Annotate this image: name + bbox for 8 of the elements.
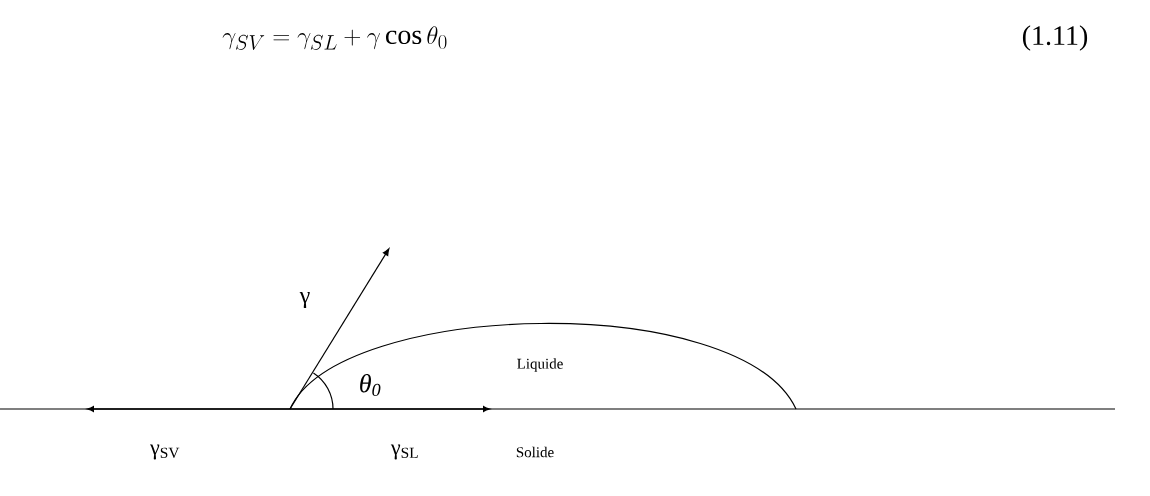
equation-number: (1.11)	[1022, 25, 1088, 51]
angle-label: θ$_{0}$	[360, 373, 381, 397]
region-label: Liquide	[517, 358, 563, 372]
force-label: γ$_{SV}$	[150, 444, 180, 460]
equation: $\gamma_{SV} = \gamma_{SL} + \gamma\cos\theta_{0}$	[222, 26, 447, 50]
region-label: Solide	[516, 446, 554, 458]
force-label: γ	[299, 291, 310, 309]
force-label: γ$_{SL}$	[390, 444, 418, 460]
